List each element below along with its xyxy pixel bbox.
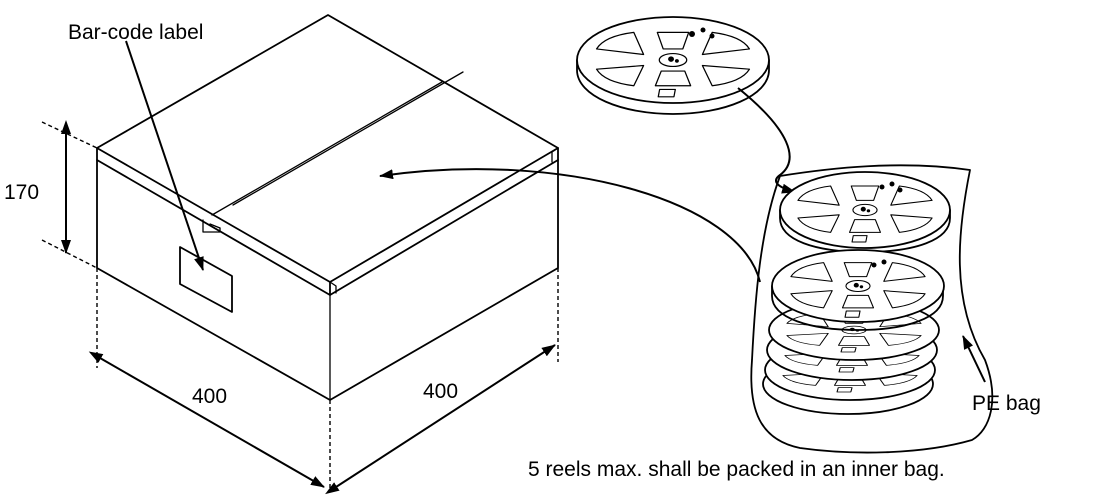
pe-bag — [750, 164, 994, 454]
barcode-leader-arrow — [125, 40, 204, 271]
bag-into-box-arrow — [379, 168, 761, 283]
width-right-dimension-text: 400 — [423, 380, 458, 403]
note-text: 5 reels max. shall be packed in an inner… — [528, 458, 945, 481]
bag-reel-top — [779, 171, 951, 253]
width-left-arrow — [88, 351, 325, 488]
bag-leader-arrow — [962, 335, 986, 383]
width-left-dimension-text: 400 — [192, 385, 227, 408]
dimension-arrows — [61, 120, 556, 495]
barcode-label-text: Bar-code label — [68, 21, 203, 44]
loose-reel — [576, 16, 770, 115]
pe-bag-text: PE bag — [972, 392, 1041, 415]
bag-reel-stack — [762, 249, 945, 415]
reel-insert-arrow — [737, 87, 796, 194]
extension-lines — [41, 121, 559, 492]
height-dimension-text: 170 — [4, 181, 39, 204]
width-right-arrow — [325, 344, 556, 495]
carton-box — [96, 14, 559, 401]
barcode-label — [179, 246, 233, 313]
